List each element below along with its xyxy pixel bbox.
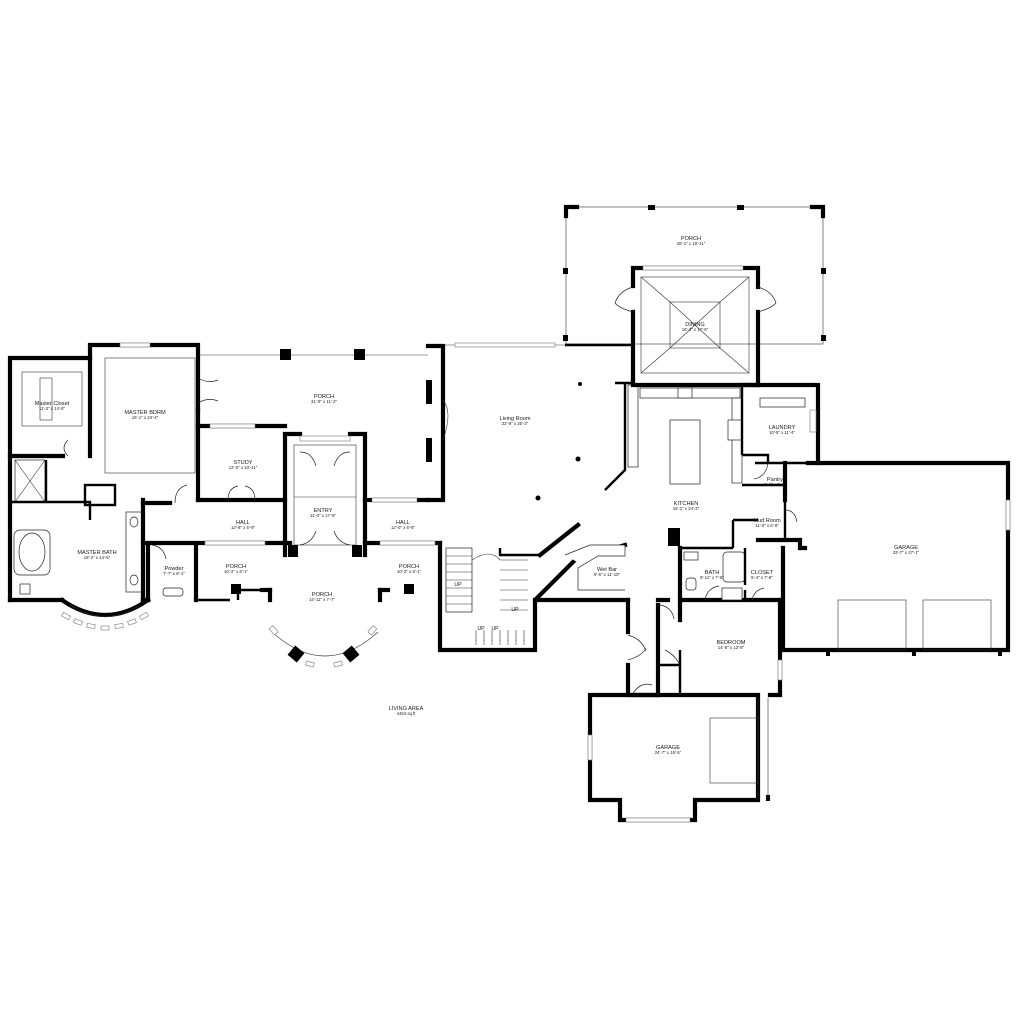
stair-up-label: UP <box>454 582 462 588</box>
svg-text:Pantry: Pantry <box>767 477 783 483</box>
svg-text:KITCHEN: KITCHEN <box>674 501 699 507</box>
porch-top-area <box>563 204 826 345</box>
svg-text:16'-3" x 17'-5": 16'-3" x 17'-5" <box>682 327 709 332</box>
svg-text:33'-7" x 27'-1": 33'-7" x 27'-1" <box>893 550 920 555</box>
svg-text:PORCH: PORCH <box>314 394 334 400</box>
svg-text:MASTER BDRM: MASTER BDRM <box>124 410 166 416</box>
svg-text:12'-0" x 6'-8": 12'-0" x 6'-8" <box>391 525 416 530</box>
svg-text:7'-7" x 8'-1": 7'-7" x 8'-1" <box>163 571 185 576</box>
kitchen <box>630 377 787 550</box>
bath-bedroom <box>625 545 786 698</box>
svg-text:ENTRY: ENTRY <box>314 508 333 514</box>
svg-text:HALL: HALL <box>236 520 250 526</box>
svg-text:14'-11" x 7'-7": 14'-11" x 7'-7" <box>309 597 336 602</box>
svg-text:9'-6" x 11'-10": 9'-6" x 11'-10" <box>594 572 621 577</box>
svg-text:PORCH: PORCH <box>681 236 701 242</box>
svg-text:12'-0" x 10'-11": 12'-0" x 10'-11" <box>229 465 258 470</box>
svg-text:8'-11" x 7'-8": 8'-11" x 7'-8" <box>700 575 724 580</box>
svg-text:DINING: DINING <box>685 322 705 328</box>
svg-text:BEDROOM: BEDROOM <box>717 640 746 646</box>
master-wing <box>7 342 219 631</box>
svg-text:PORCH: PORCH <box>226 564 246 570</box>
svg-text:11'-0" x 17'-8": 11'-0" x 17'-8" <box>310 513 337 518</box>
living-room-walls <box>425 342 639 653</box>
svg-text:PORCH: PORCH <box>312 592 332 598</box>
svg-text:Master Closet: Master Closet <box>35 401 70 407</box>
bay-window-mullions <box>61 611 149 631</box>
svg-text:11'-3" x 14'-8": 11'-3" x 14'-8" <box>39 406 66 411</box>
svg-text:12'-8" x 5'-9": 12'-8" x 5'-9" <box>231 525 256 530</box>
rear-porch-entry <box>198 349 443 668</box>
stair-labels: UP UP UP UP <box>454 582 519 632</box>
svg-text:10'-5" x 11'-4": 10'-5" x 11'-4" <box>769 430 796 435</box>
summary-title: LIVING AREA <box>389 706 424 712</box>
summary-area: 4464 sq ft <box>397 711 417 716</box>
svg-text:16'-1" x 24'-3": 16'-1" x 24'-3" <box>673 506 700 511</box>
svg-text:GARAGE: GARAGE <box>894 545 918 551</box>
svg-text:26'-1" x 19'-11": 26'-1" x 19'-11" <box>677 241 706 246</box>
wet-bar-walls <box>532 544 631 603</box>
svg-text:GARAGE: GARAGE <box>656 745 680 751</box>
svg-text:5'-4" x 7'-8": 5'-4" x 7'-8" <box>751 575 773 580</box>
svg-text:BATH: BATH <box>705 570 720 576</box>
svg-text:11'-0" x 6'-8": 11'-0" x 6'-8" <box>755 523 779 528</box>
svg-text:16'-1" x 23'-4": 16'-1" x 23'-4" <box>132 415 159 420</box>
svg-text:STUDY: STUDY <box>234 460 253 466</box>
svg-text:Wet Bar: Wet Bar <box>597 567 617 573</box>
svg-text:22'-9" x 25'-3": 22'-9" x 25'-3" <box>502 421 529 426</box>
stair-treads <box>446 555 528 645</box>
svg-text:24'-7" x 15'-5": 24'-7" x 15'-5" <box>655 750 682 755</box>
svg-text:PORCH: PORCH <box>399 564 419 570</box>
study-hall <box>140 423 293 603</box>
svg-text:HALL: HALL <box>396 520 410 526</box>
svg-text:18'-2" x 14'-6": 18'-2" x 14'-6" <box>84 555 111 560</box>
svg-text:Living Room: Living Room <box>499 416 530 422</box>
svg-text:14'-8" x 13'-8": 14'-8" x 13'-8" <box>718 645 745 650</box>
svg-text:Mud Room: Mud Room <box>753 518 781 524</box>
dining-room <box>614 265 777 388</box>
svg-text:CLOSET: CLOSET <box>751 570 774 576</box>
svg-text:10'-2" x 6'-1": 10'-2" x 6'-1" <box>224 569 249 574</box>
svg-text:MASTER BATH: MASTER BATH <box>77 550 116 556</box>
svg-text:10'-2" x 6'-1": 10'-2" x 6'-1" <box>397 569 422 574</box>
garage-bottom <box>587 692 770 823</box>
stair-up-label: UP <box>491 626 499 632</box>
stair-up-label: UP <box>477 626 485 632</box>
garage-right <box>780 460 1011 656</box>
living-area-summary: LIVING AREA 4464 sq ft <box>389 706 424 716</box>
stair-up-label: UP <box>511 607 519 613</box>
svg-text:31'-9" x 11'-2": 31'-9" x 11'-2" <box>311 399 338 404</box>
svg-text:LAUNDRY: LAUNDRY <box>769 425 796 431</box>
svg-text:Powder: Powder <box>165 566 184 572</box>
svg-text:6'-6" x 5'-3": 6'-6" x 5'-3" <box>764 482 786 487</box>
